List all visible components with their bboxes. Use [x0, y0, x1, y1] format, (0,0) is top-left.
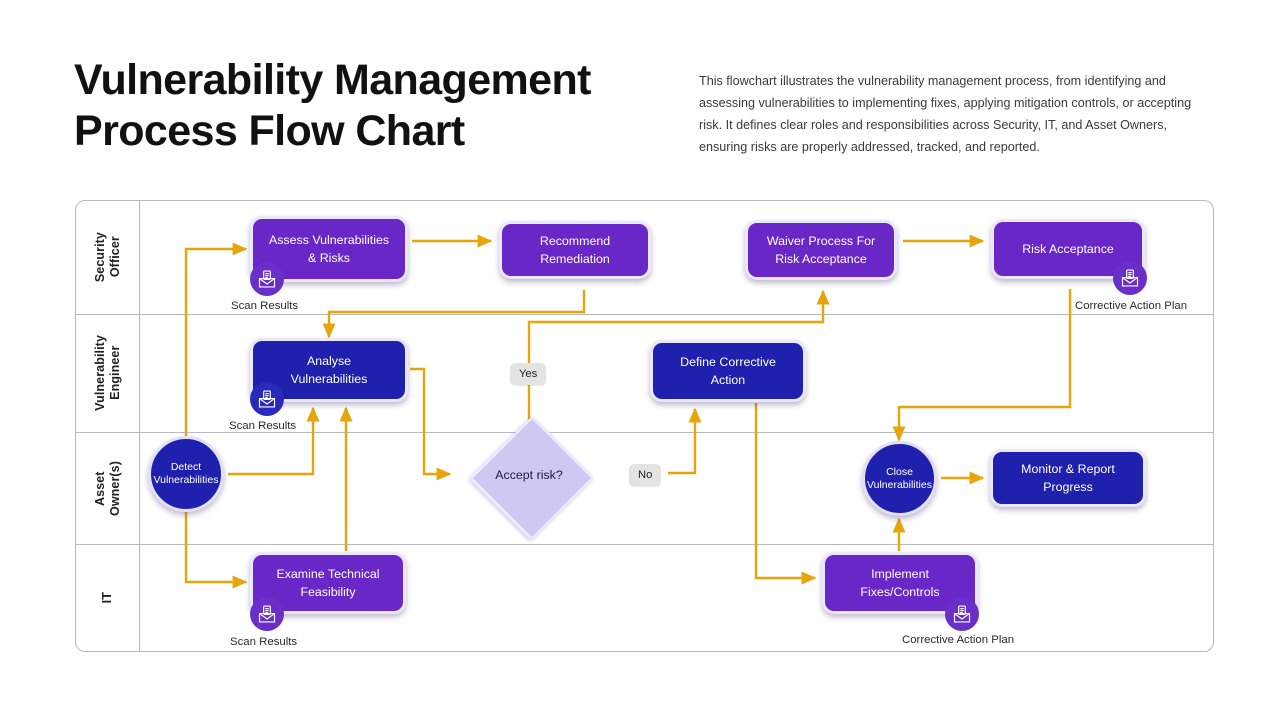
lane-label-text: Vulnerability Engineer	[92, 335, 122, 411]
node-define-corrective-action[interactable]: Define Corrective Action	[650, 340, 806, 402]
node-label: Implement Fixes/Controls	[860, 567, 940, 599]
edge-label-no: No	[629, 464, 662, 486]
document-envelope-icon	[250, 262, 284, 296]
node-label: Detect Vulnerabilities	[153, 461, 219, 486]
node-label: Examine Technical Feasibility	[276, 567, 380, 599]
lane-header-security-officer: Security Officer	[76, 201, 139, 314]
document-envelope-icon	[250, 597, 284, 631]
node-detect-vulnerabilities[interactable]: Detect Vulnerabilities	[148, 436, 224, 512]
lane-separator-1	[76, 314, 1213, 315]
lane-header-it: IT	[76, 544, 139, 652]
lane-separator-3	[76, 544, 1213, 545]
edge-label-yes: Yes	[510, 363, 547, 385]
node-label: Waiver Process For Risk Acceptance	[766, 234, 876, 266]
lane-label-text: Asset Owner(s)	[92, 460, 122, 516]
node-accept-risk-decision[interactable]: Accept risk?	[454, 415, 604, 541]
node-monitor-and-report-progress[interactable]: Monitor & Report Progress	[990, 449, 1146, 507]
node-label: Assess Vulnerabilities & Risks	[268, 233, 390, 265]
artifact-label-scan-results-examine: Scan Results	[230, 636, 298, 648]
document-envelope-icon	[250, 382, 284, 416]
lane-label-text: IT	[100, 592, 114, 604]
lane-label-column-divider	[139, 201, 140, 651]
lane-label-text: Security Officer	[92, 232, 122, 283]
node-recommend-remediation[interactable]: Recommend Remediation	[499, 221, 651, 279]
node-label: Monitor & Report Progress	[1021, 462, 1115, 494]
node-close-vulnerabilities[interactable]: Close Vulnerabilities	[862, 441, 937, 516]
node-label: Accept risk?	[495, 468, 563, 482]
artifact-label-scan-results-analyse: Scan Results	[229, 420, 297, 432]
artifact-label-scan-results-assess: Scan Results	[231, 300, 299, 312]
node-waiver-process-for-risk-acceptance[interactable]: Waiver Process For Risk Acceptance	[745, 220, 897, 280]
node-label: Recommend Remediation	[539, 234, 611, 266]
lane-header-asset-owners: Asset Owner(s)	[76, 432, 139, 544]
document-envelope-icon	[945, 597, 979, 631]
page-title: Vulnerability Management Process Flow Ch…	[74, 56, 591, 155]
lane-header-vulnerability-engineer: Vulnerability Engineer	[76, 314, 139, 432]
artifact-label-corrective-action-plan-risk: Corrective Action Plan	[1075, 300, 1188, 312]
document-envelope-icon	[1113, 261, 1147, 295]
artifact-label-corrective-action-plan-implement: Corrective Action Plan	[902, 634, 1015, 646]
node-label: Risk Acceptance	[1022, 242, 1114, 256]
node-label: Analyse Vulnerabilities	[290, 354, 368, 386]
node-label: Close Vulnerabilities	[867, 465, 932, 491]
page-description: This flowchart illustrates the vulnerabi…	[699, 74, 1192, 154]
node-implement-fixes-controls[interactable]: Implement Fixes/Controls	[822, 552, 978, 614]
node-label: Define Corrective Action	[680, 355, 776, 387]
